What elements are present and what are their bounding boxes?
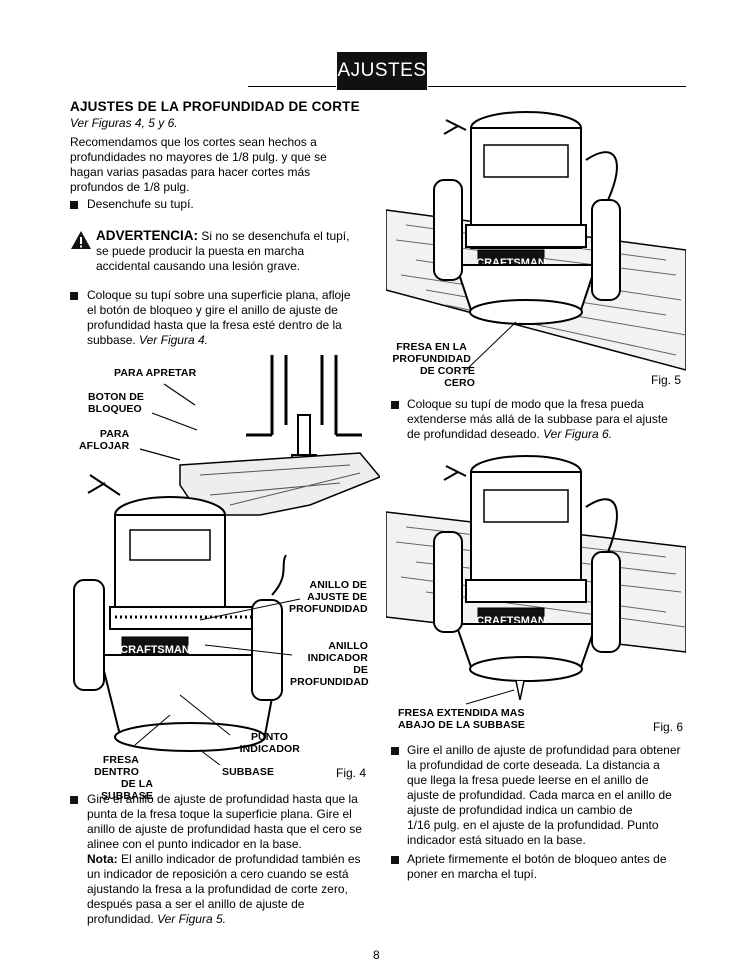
label-punto-indicador: PUNTO INDICADOR	[239, 731, 300, 755]
fig4-leader-lines	[134, 383, 301, 765]
step-turn-ring: Gire el anillo de ajuste de profundidad …	[87, 792, 362, 926]
warning-line3: accidental causando una lesión grave.	[96, 259, 301, 273]
label-boton-bloqueo: BOTON DE BLOQUEO	[88, 391, 145, 415]
fig4-brand: CRAFTSMAN	[120, 644, 190, 656]
step-unplug: Desenchufe su tupí.	[87, 197, 194, 211]
label-anillo-ajuste: ANILLO DE AJUSTE DE PROFUNDIDAD	[289, 579, 368, 615]
figure-6-illustration: CRAFTSMAN	[386, 455, 686, 705]
warning-icon	[71, 231, 91, 249]
header-rule-right	[428, 86, 686, 87]
page-number: 8	[373, 948, 380, 962]
warning-line2: se puede producir la puesta en marcha	[96, 244, 305, 258]
section-title: AJUSTES DE LA PROFUNDIDAD DE CORTE	[70, 99, 360, 114]
warning-block: ADVERTENCIA: Si no se desenchufa el tupí…	[96, 228, 366, 274]
label-fresa-extendida: FRESA EXTENDIDA MAS ABAJO DE LA SUBBASE	[398, 707, 525, 731]
step-extend-bit: Coloque su tupí de modo que la fresa pue…	[407, 397, 668, 441]
warning-heading: ADVERTENCIA:	[96, 228, 199, 243]
bullet	[391, 747, 399, 755]
section-banner: AJUSTES	[337, 52, 427, 90]
label-subbase: SUBBASE	[222, 766, 275, 778]
bullet	[70, 201, 78, 209]
label-fresa-en-la-profundidad: FRESA EN LA PROFUNDIDAD DE CORTE CERO	[392, 341, 475, 389]
intro-paragraph: Recomendamos que los cortes sean hechos …	[70, 135, 327, 194]
bullet	[391, 401, 399, 409]
label-anillo-indicador: ANILLO INDICADOR DE PROFUNDIDAD	[290, 640, 369, 688]
bullet	[391, 856, 399, 864]
fig4-caption: Fig. 4	[336, 766, 367, 780]
step-set-depth: Gire el anillo de ajuste de profundidad …	[407, 743, 681, 847]
warning-line1: Si no se desenchufa el tupí,	[201, 229, 350, 243]
bullet	[70, 292, 78, 300]
fig6-caption: Fig. 6	[653, 720, 684, 734]
label-para-apretar: PARA APRETAR	[114, 367, 197, 379]
step-place-router: Coloque su tupí sobre una superficie pla…	[87, 288, 351, 347]
figure-4-illustration: CRAFTSMAN	[73, 355, 380, 752]
step-tighten-knob: Apriete firmemente el botón de bloqueo a…	[407, 852, 667, 881]
header-rule-left	[248, 86, 336, 87]
label-para-aflojar: PARA AFLOJAR	[79, 428, 130, 452]
bullet	[70, 796, 78, 804]
label-fresa-dentro: FRESA DENTRO DE LA SUBBASE	[94, 754, 153, 802]
fig5-caption: Fig. 5	[651, 373, 682, 387]
figure-5-illustration: CRAFTSMAN	[386, 111, 686, 371]
figure-reference: Ver Figuras 4, 5 y 6.	[70, 116, 178, 130]
